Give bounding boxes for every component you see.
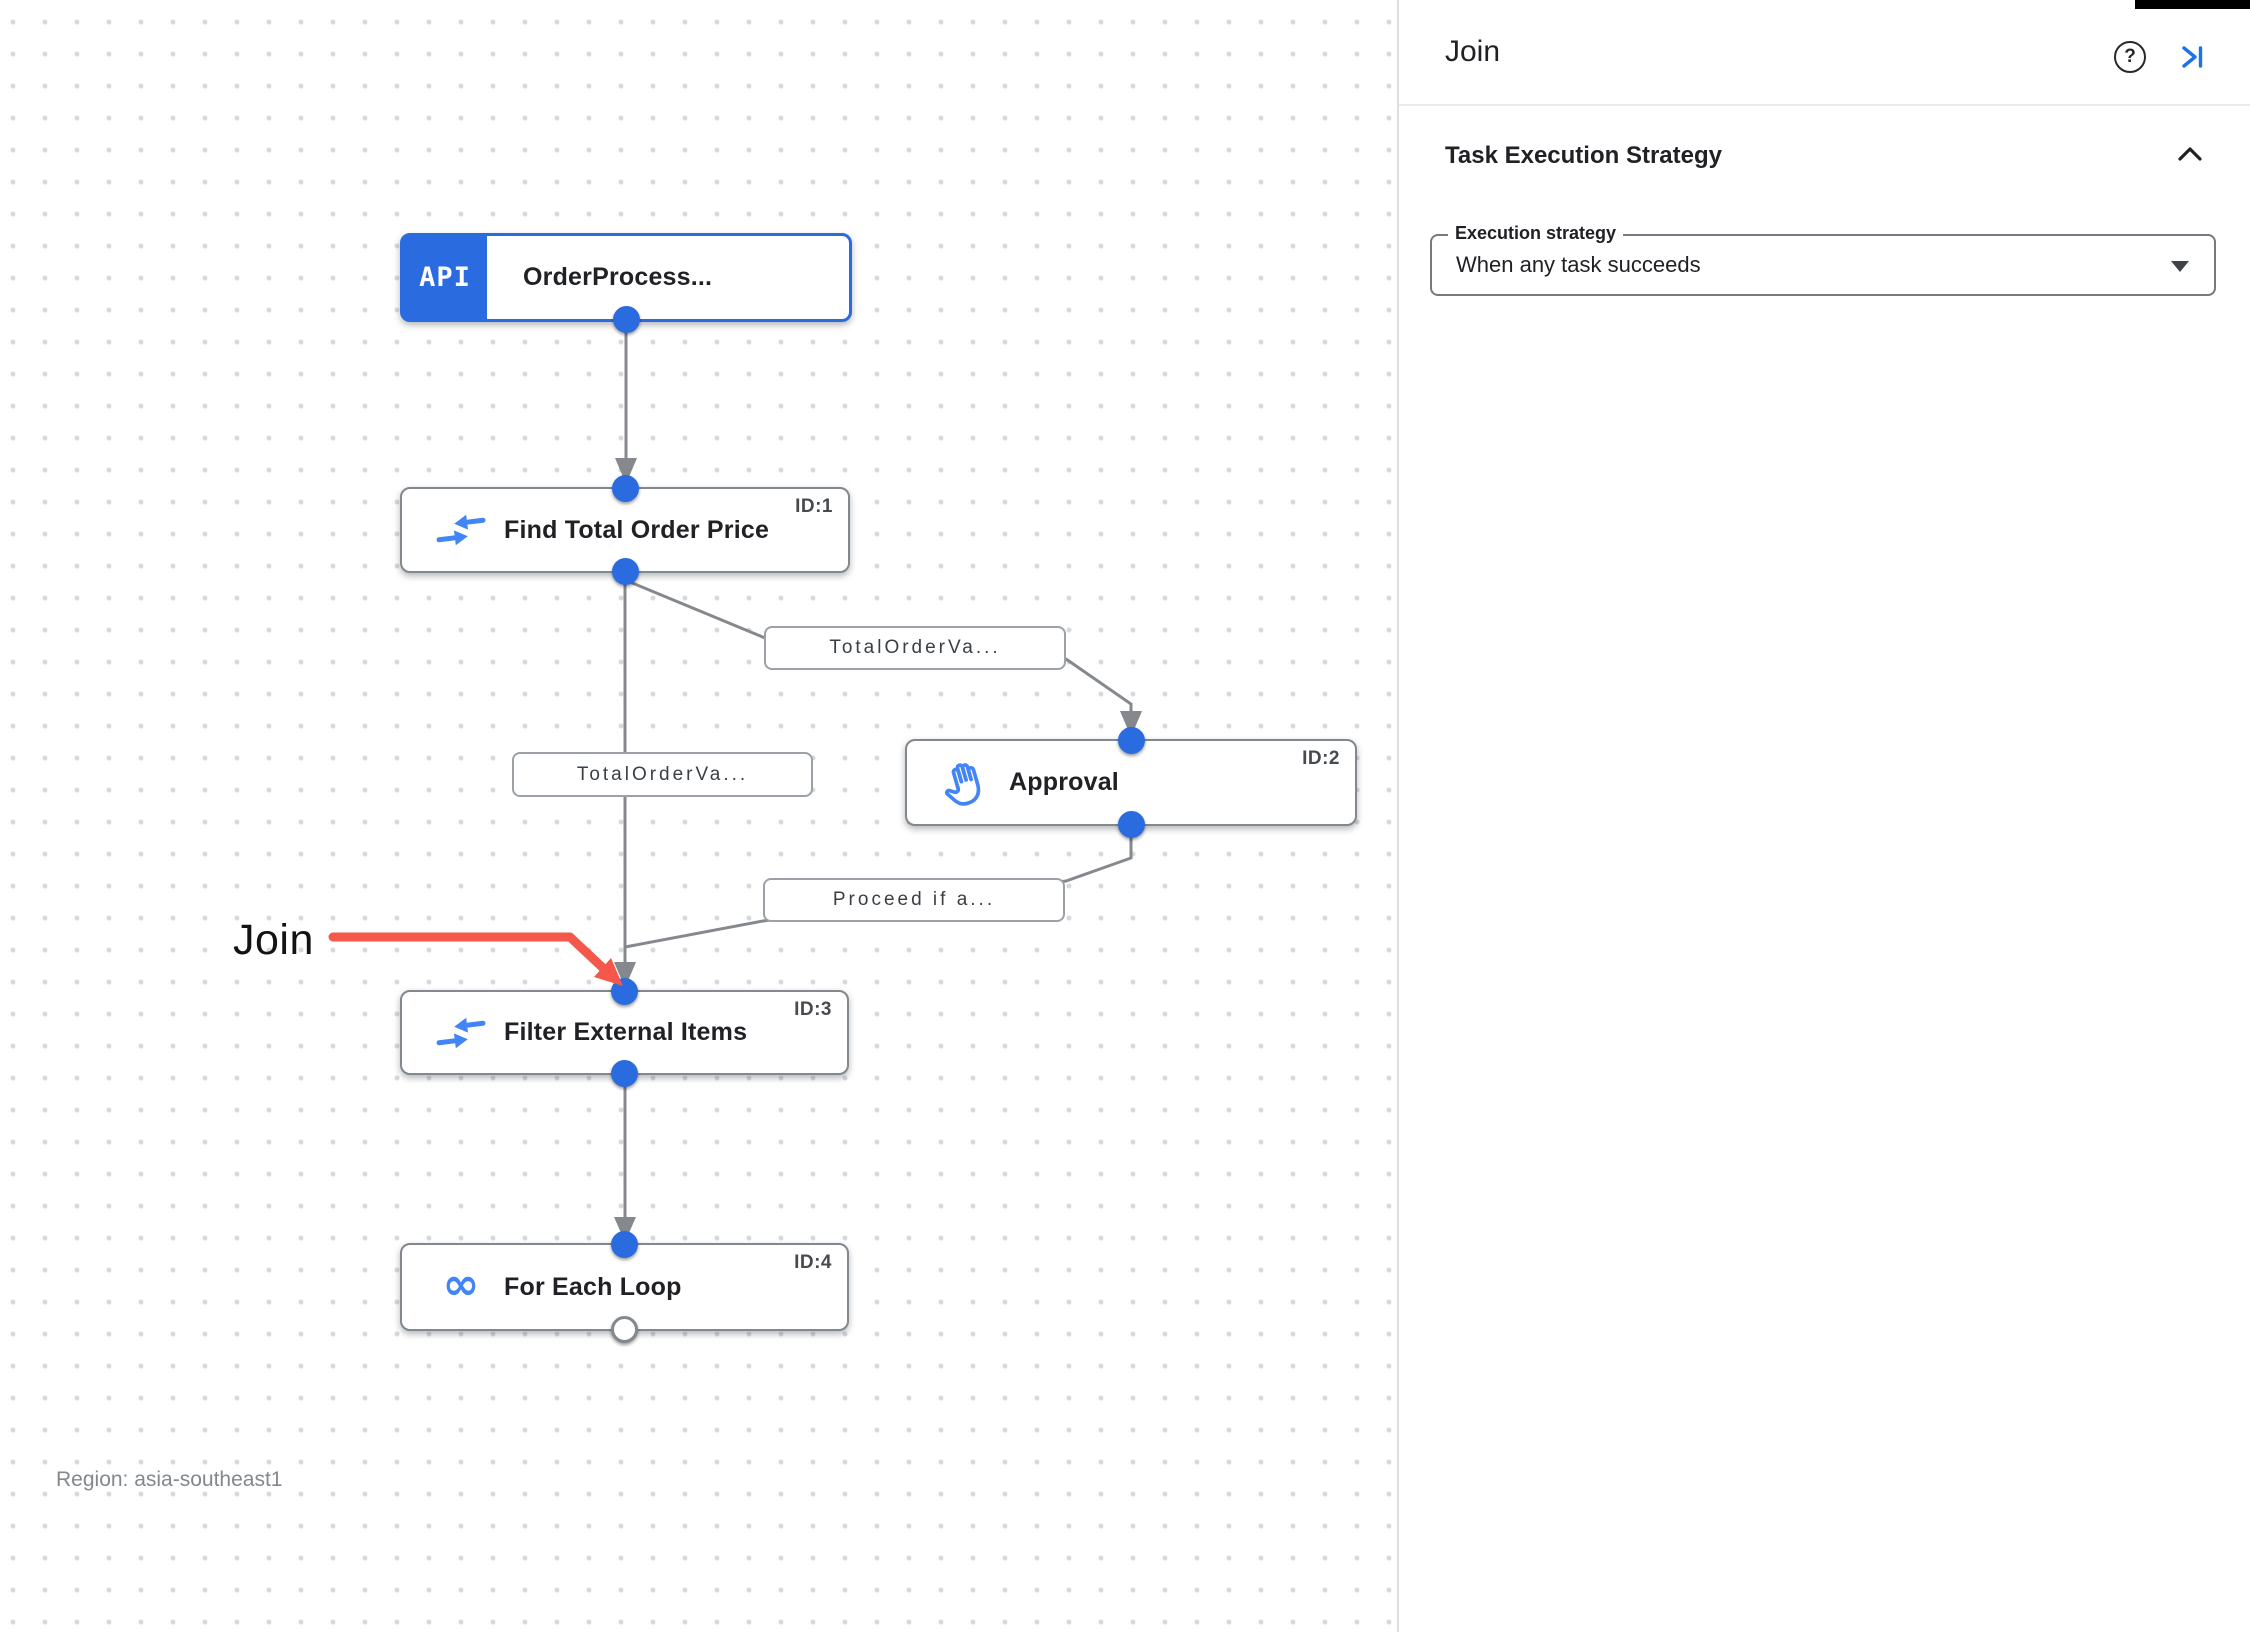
- output-port[interactable]: [612, 306, 640, 333]
- chevron-up-icon[interactable]: [2176, 144, 2204, 169]
- workflow-canvas[interactable]: API OrderProcess... ID:1: [0, 0, 1397, 1632]
- config-panel-header: Join ?: [1399, 0, 2250, 106]
- node-title: OrderProcess...: [523, 263, 713, 291]
- node-filter-external-items[interactable]: ID:3 Filter External Items: [400, 978, 849, 1087]
- hand-icon: [937, 757, 995, 809]
- data-mapping-icon: [432, 1012, 490, 1054]
- panel-title: Join: [1445, 35, 1501, 68]
- output-port[interactable]: [611, 558, 639, 585]
- edge-label-total-order-value-left[interactable]: TotalOrderVa...: [512, 752, 813, 797]
- execution-strategy-label: Execution strategy: [1448, 223, 1624, 244]
- task-execution-strategy-section[interactable]: Task Execution Strategy: [1399, 142, 2250, 170]
- output-port[interactable]: [1117, 811, 1145, 838]
- dropdown-caret-icon[interactable]: [2171, 261, 2189, 272]
- node-title: Find Total Order Price: [504, 515, 770, 544]
- node-id-badge: ID:3: [794, 999, 832, 1020]
- top-right-black-bar: [2135, 0, 2250, 9]
- edge-label-total-order-value-right[interactable]: TotalOrderVa...: [764, 626, 1066, 670]
- execution-strategy-value: When any task succeeds: [1456, 252, 1701, 277]
- collapse-panel-icon[interactable]: [2177, 42, 2207, 72]
- node-approval[interactable]: ID:2 Approval: [905, 727, 1357, 838]
- output-port[interactable]: [611, 1316, 638, 1343]
- node-title: Approval: [1009, 768, 1119, 796]
- input-port[interactable]: [611, 978, 638, 1005]
- section-title: Task Execution Strategy: [1445, 142, 1722, 169]
- help-icon[interactable]: ?: [2114, 41, 2146, 73]
- data-mapping-icon: [432, 509, 490, 551]
- config-panel: Join ? Task Execution Strategy Execution…: [1397, 0, 2250, 1632]
- input-port[interactable]: [1117, 727, 1145, 754]
- output-port[interactable]: [611, 1060, 638, 1087]
- node-id-badge: ID:4: [794, 1252, 832, 1273]
- loop-icon: ∞: [442, 1259, 480, 1310]
- edge-label-proceed-if[interactable]: Proceed if a...: [763, 878, 1065, 922]
- node-for-each-loop[interactable]: ID:4 ∞ For Each Loop: [400, 1231, 849, 1343]
- node-title: Filter External Items: [504, 1018, 748, 1046]
- node-find-total-order-price[interactable]: ID:1 Find Total Order Price: [400, 475, 850, 585]
- execution-strategy-select[interactable]: Execution strategy When any task succeed…: [1430, 223, 2216, 296]
- api-badge: API: [403, 236, 487, 319]
- node-order-process-trigger[interactable]: API OrderProcess...: [400, 233, 852, 333]
- region-label: Region: asia-southeast1: [56, 1468, 283, 1491]
- input-port[interactable]: [611, 1231, 638, 1258]
- node-title: For Each Loop: [504, 1272, 682, 1301]
- input-port[interactable]: [611, 475, 639, 502]
- join-annotation-label: Join: [233, 916, 314, 964]
- node-id-badge: ID:1: [795, 496, 833, 517]
- node-id-badge: ID:2: [1302, 748, 1340, 769]
